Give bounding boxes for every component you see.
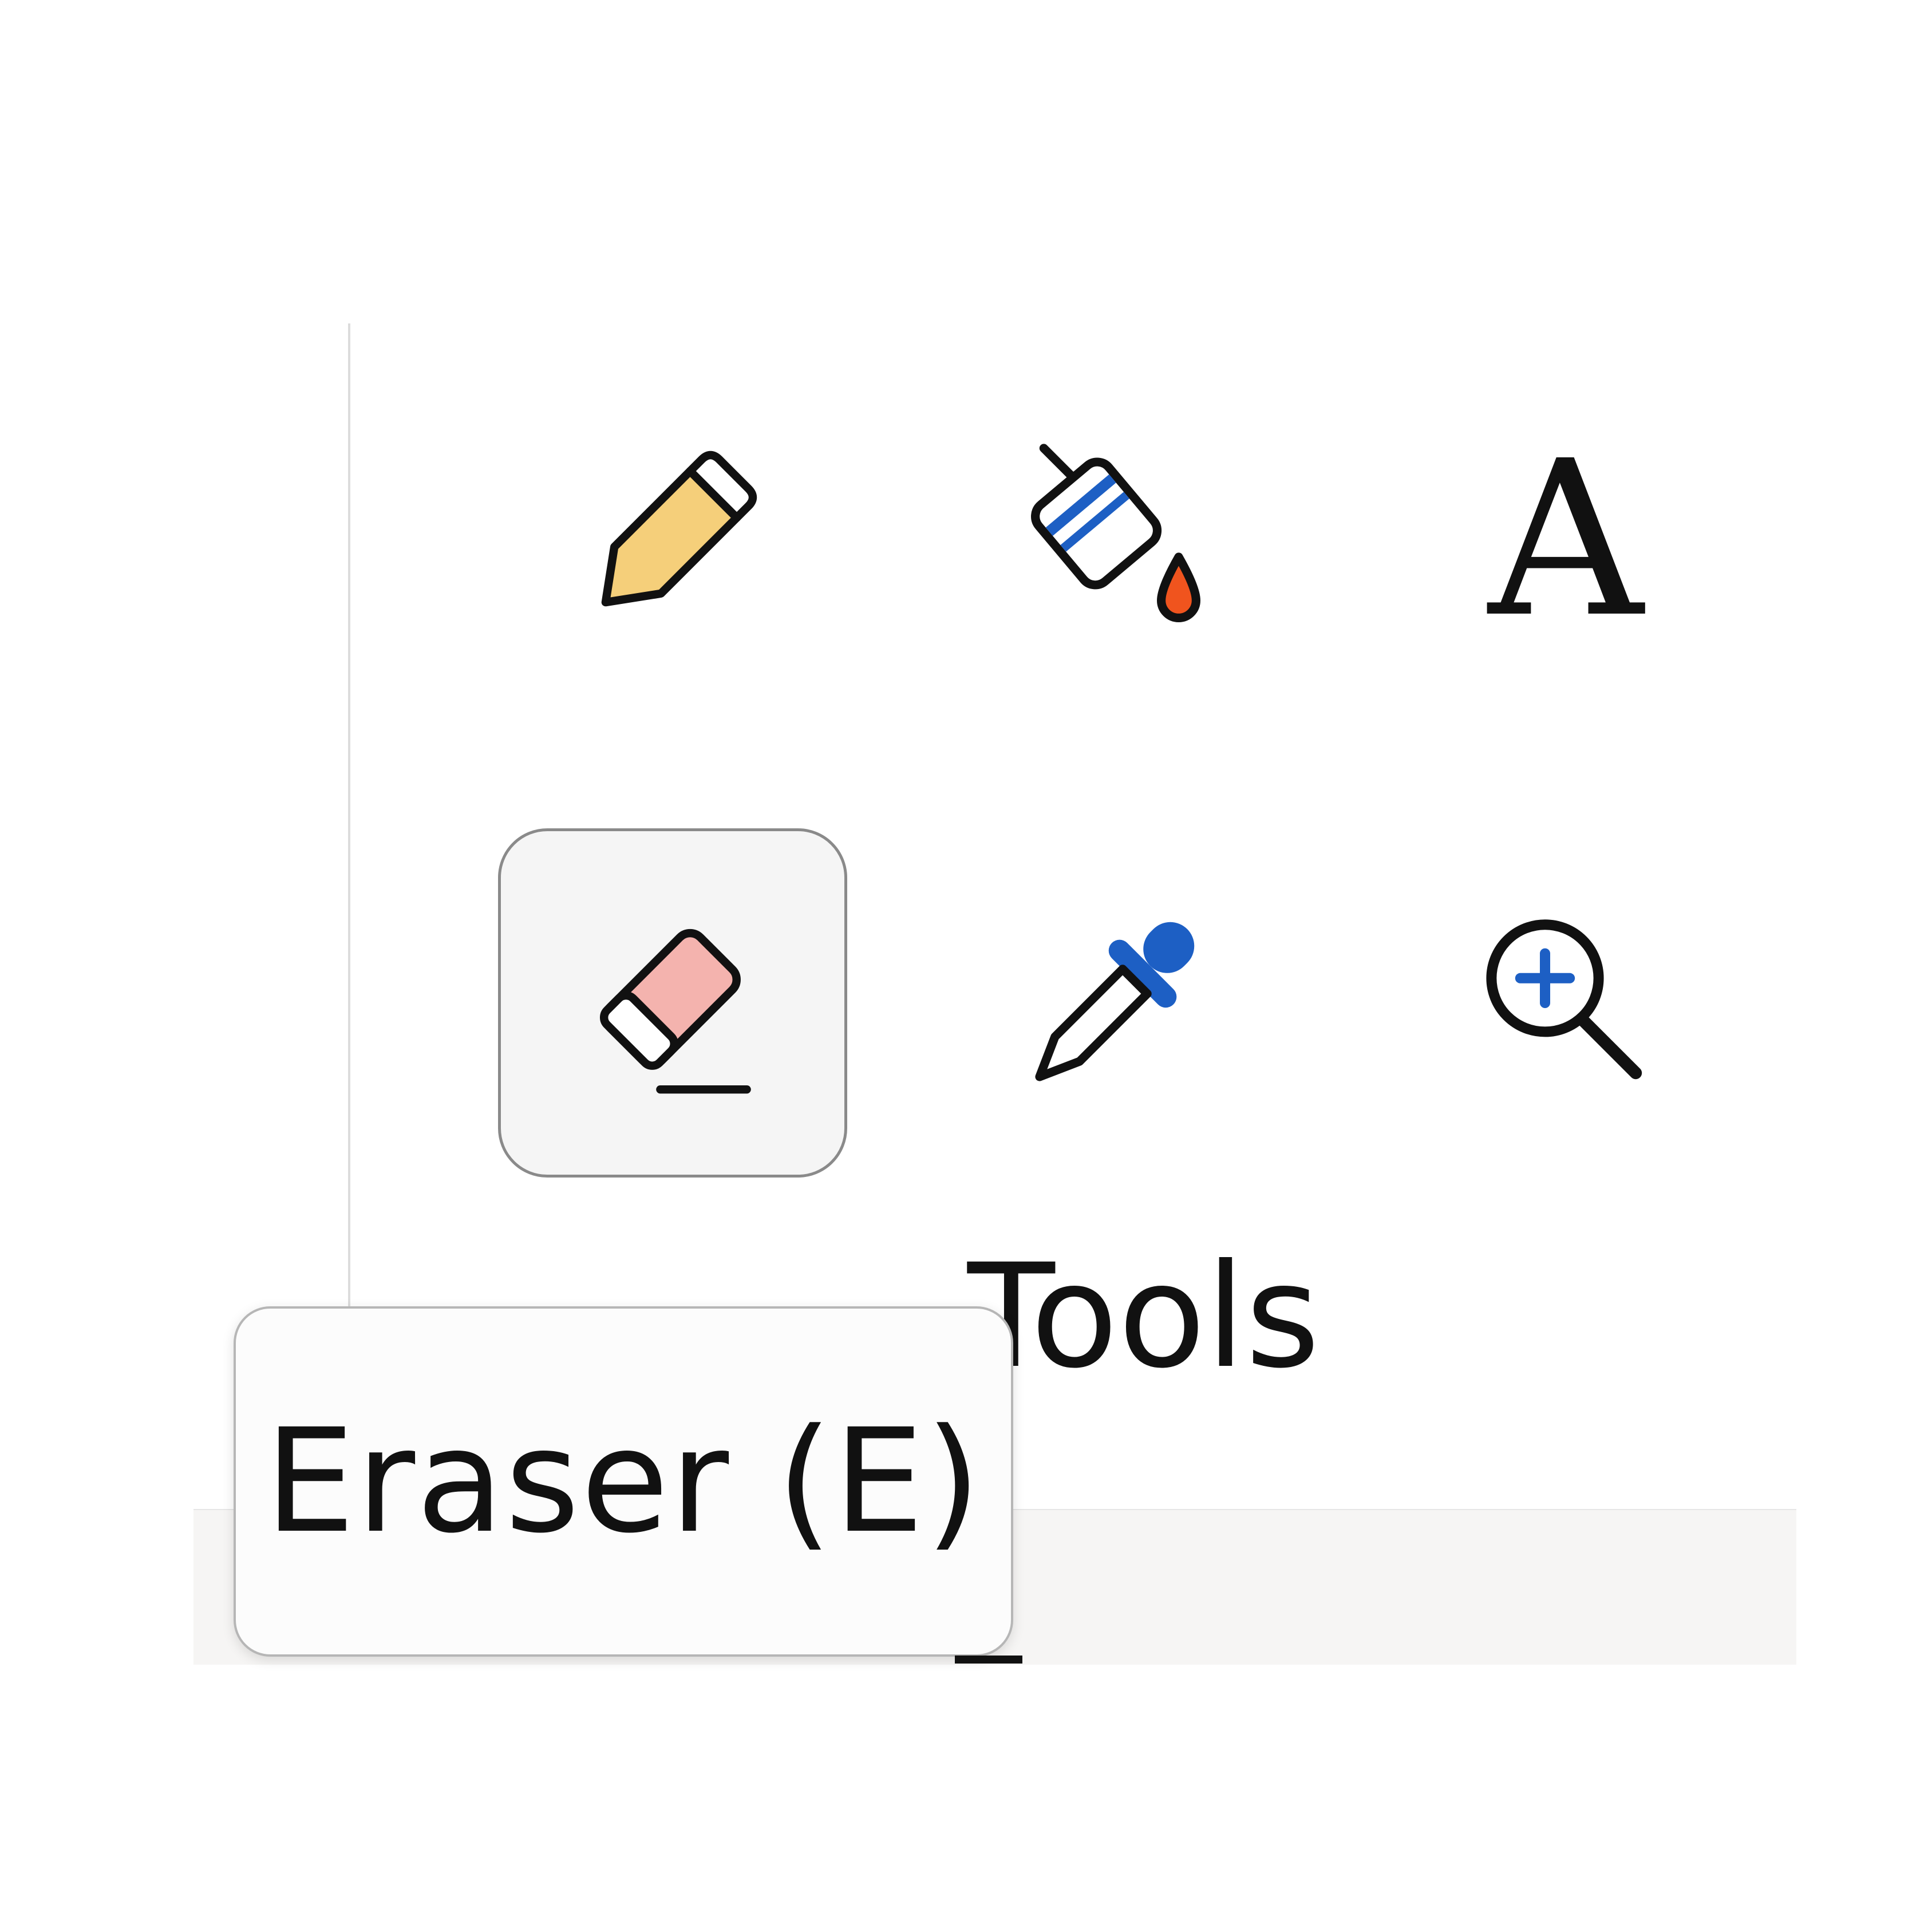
eraser-icon [599,929,751,1094]
text-tool-button[interactable]: A [1391,361,1740,710]
tools-group-label: Tools [967,1233,1320,1400]
text-icon: A [1485,432,1646,638]
color-picker-icon [1035,922,1195,1081]
panel-divider [348,323,350,1308]
pencil-tool-button[interactable] [498,361,847,710]
pencil-icon [601,451,757,607]
magnifier-icon [1486,919,1642,1080]
eraser-tooltip: Eraser (E) [234,1306,1013,1657]
fill-tool-button[interactable] [939,361,1288,710]
tooltip-text: Eraser (E) [264,1398,982,1564]
color-picker-tool-button[interactable] [939,828,1288,1178]
text-tool-glyph: A [1485,432,1646,638]
eraser-tool-button[interactable] [498,828,847,1178]
magnifier-tool-button[interactable] [1391,828,1740,1178]
mouse-cursor-fragment [955,1656,1022,1664]
fill-bucket-icon [1031,444,1200,622]
